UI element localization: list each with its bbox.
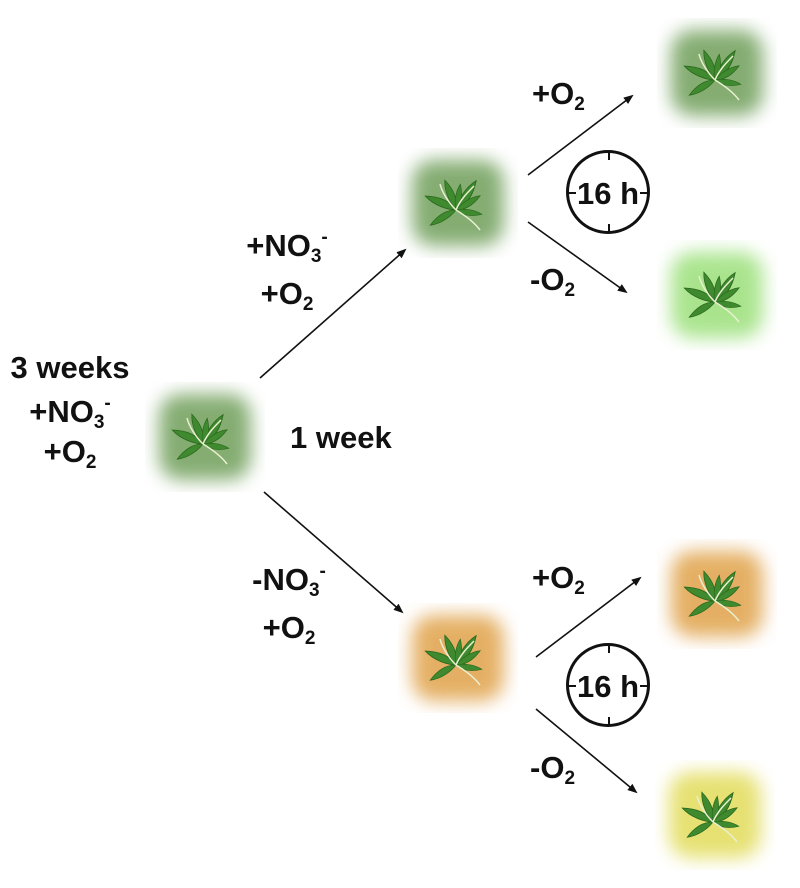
lower-nitrate: -NO3- xyxy=(252,561,326,601)
arrow-to-nitrate-minus xyxy=(263,491,404,614)
plant-leaves xyxy=(424,179,483,231)
clock-label-upper: 16 h xyxy=(576,176,640,211)
leaf xyxy=(688,600,716,617)
leaf xyxy=(176,443,204,460)
plant-leaves xyxy=(683,570,742,622)
clock-icon-lower: 16 h xyxy=(566,643,650,727)
upper-oxygen: +O2 xyxy=(260,276,314,315)
clock-icon-upper: 16 h xyxy=(566,150,650,234)
plant-lower-oxygen-plus xyxy=(671,551,763,637)
leaf xyxy=(202,429,228,445)
plant-initial xyxy=(159,394,251,480)
upper-branch-label: +NO3- +O2 xyxy=(232,228,342,314)
plant-upper-oxygen-minus xyxy=(671,252,763,338)
arrow-upper-to-oxygen-plus xyxy=(527,94,634,176)
initial-conditions: 3 weeks +NO3- +O2 xyxy=(0,352,140,472)
leaf xyxy=(714,586,740,602)
stage1-duration: 1 week xyxy=(290,420,392,455)
clock-tick-left xyxy=(569,685,576,687)
plant-nitrate-minus xyxy=(412,615,504,701)
plant-lower-oxygen-minus xyxy=(669,772,761,858)
leaf xyxy=(688,79,716,96)
plant-stem xyxy=(439,183,481,231)
lower-oxygen: +O2 xyxy=(262,610,316,649)
treatment-lower-oxygen-plus: +O2 xyxy=(532,560,585,599)
clock-tick-right xyxy=(640,192,647,194)
plant-stem xyxy=(698,53,740,101)
leaf xyxy=(429,664,457,681)
leaf xyxy=(429,209,457,226)
arrow-upper-to-oxygen-minus xyxy=(527,221,628,294)
upper-nitrate: +NO3- xyxy=(246,227,328,267)
plant-stem xyxy=(439,638,481,686)
leaf xyxy=(686,821,714,838)
initial-duration: 3 weeks xyxy=(10,350,130,385)
arrow-lower-to-oxygen-minus xyxy=(535,708,638,794)
clock-tick-bottom xyxy=(608,717,610,724)
treatment-upper-oxygen-plus: +O2 xyxy=(532,76,585,115)
initial-nitrate: +NO3- xyxy=(29,393,111,433)
plant-leaves xyxy=(424,634,483,686)
clock-tick-bottom xyxy=(608,224,610,231)
leaf xyxy=(688,301,716,318)
clock-tick-top xyxy=(608,646,610,653)
plant-stem xyxy=(698,275,740,323)
clock-tick-top xyxy=(608,153,610,160)
plant-stem xyxy=(698,574,740,622)
leaf xyxy=(712,807,738,823)
lower-branch-label: -NO3- +O2 xyxy=(234,562,344,648)
treatment-upper-oxygen-minus: -O2 xyxy=(530,262,576,301)
treatment-lower-oxygen-minus: -O2 xyxy=(530,750,576,789)
arrow-lower-to-oxygen-plus xyxy=(535,576,642,658)
plant-stem xyxy=(696,795,738,843)
leaf xyxy=(714,65,740,81)
leaf xyxy=(455,195,481,211)
plant-leaves xyxy=(683,49,742,101)
clock-tick-right xyxy=(640,685,647,687)
clock-tick-left xyxy=(569,192,576,194)
plant-stem xyxy=(186,417,228,465)
initial-oxygen: +O2 xyxy=(43,434,97,473)
leaf xyxy=(455,650,481,666)
plant-leaves xyxy=(683,271,742,323)
leaf xyxy=(714,287,740,303)
arrow-to-nitrate-plus xyxy=(259,248,407,379)
clock-label-lower: 16 h xyxy=(576,669,640,704)
plant-upper-oxygen-plus xyxy=(671,30,763,116)
plant-leaves xyxy=(171,413,230,465)
plant-leaves xyxy=(681,791,740,843)
plant-nitrate-plus xyxy=(412,160,504,246)
